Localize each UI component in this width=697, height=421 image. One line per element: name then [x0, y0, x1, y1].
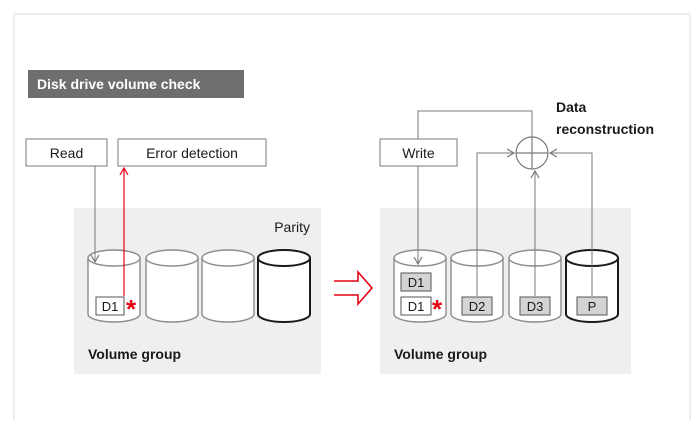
disk-2-left — [145, 249, 199, 323]
parity-disk-left — [257, 249, 311, 323]
disk-3-left — [201, 249, 255, 323]
block-d1-left-label: D1 — [102, 299, 119, 314]
xor-icon — [515, 136, 549, 170]
volume-group-label-left: Volume group — [88, 346, 181, 362]
block-d3 — [519, 296, 551, 316]
block-d2 — [461, 296, 493, 316]
p-to-xor-arrow — [548, 148, 593, 296]
block-d1-left — [95, 296, 125, 316]
read-label: Read — [50, 145, 83, 161]
block-p — [576, 296, 608, 316]
header-tag — [28, 70, 244, 98]
reconstruction-title-line2: reconstruction — [556, 121, 654, 137]
error-detection-label: Error detection — [146, 145, 238, 161]
xor-to-write-line — [417, 110, 533, 139]
block-d1-error — [400, 296, 432, 316]
block-d1-reconstructed — [400, 272, 432, 292]
header-title: Disk drive volume check — [37, 76, 201, 92]
block-d1-error-label: D1 — [408, 299, 425, 314]
error-mark-left: * — [126, 294, 137, 324]
transition-arrow — [334, 269, 374, 307]
parity-label: Parity — [274, 219, 310, 235]
reconstruction-title-line1: Data — [556, 99, 587, 115]
volume-group-label-right: Volume group — [394, 346, 487, 362]
block-p-label: P — [588, 299, 597, 314]
read-box — [25, 138, 108, 167]
block-d3-label: D3 — [527, 299, 544, 314]
outer-frame — [13, 13, 691, 421]
error-mark-right: * — [432, 294, 443, 324]
write-label: Write — [402, 145, 435, 161]
block-d2-label: D2 — [469, 299, 486, 314]
block-d1-reconstructed-label: D1 — [408, 275, 425, 290]
error-detection-box — [117, 138, 267, 167]
d2-to-xor-arrow — [476, 148, 516, 296]
